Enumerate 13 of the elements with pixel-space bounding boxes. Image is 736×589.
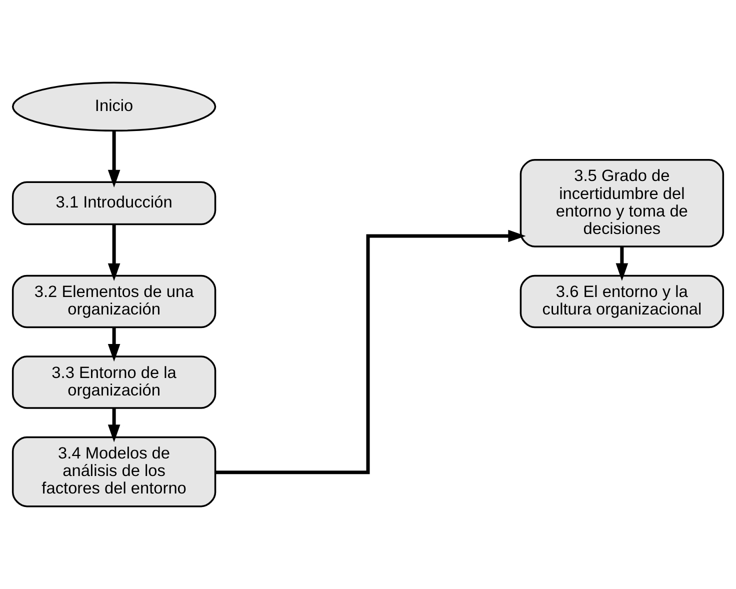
node-box: 3.6 El entorno y la cultura organizacional <box>520 274 724 328</box>
node-box: 3.4 Modelos de análisis de los factores del entorno <box>12 436 216 508</box>
node-box: 3.1 Introducción <box>12 181 216 226</box>
node-box: 3.5 Grado de incertidumbre del entorno y toma de decisiones <box>520 159 724 248</box>
node-ellipse: Inicio <box>12 82 216 132</box>
arrow <box>616 246 628 281</box>
arrow <box>216 230 526 474</box>
arrow <box>108 328 120 362</box>
node-box: 3.2 Elementos de una organización <box>12 274 216 328</box>
arrow <box>108 408 120 442</box>
arrow <box>108 131 120 188</box>
node-box: 3.3 Entorno de la organización <box>12 356 216 409</box>
arrow <box>108 224 120 281</box>
